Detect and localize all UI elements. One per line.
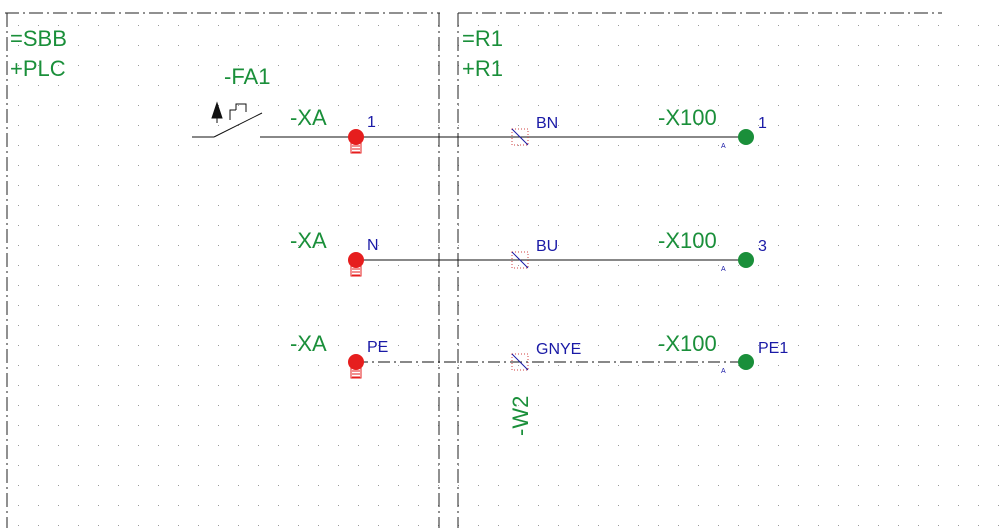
wire-core-marker-icon bbox=[511, 251, 529, 269]
wire-row[interactable]: -XA 1 BN -X100 A 1 bbox=[262, 105, 767, 154]
left-area-function: =SBB bbox=[10, 26, 67, 51]
right-strip-tag: -X100 bbox=[658, 105, 717, 130]
right-terminal-number: 1 bbox=[758, 115, 767, 132]
wire-core-marker-icon bbox=[511, 353, 529, 371]
right-terminal-sub: A bbox=[721, 143, 726, 150]
core-color-label: GNYE bbox=[536, 341, 581, 358]
right-terminal-number: PE1 bbox=[758, 340, 788, 357]
breaker-tag: -FA1 bbox=[224, 64, 270, 89]
left-terminal-icon[interactable] bbox=[348, 129, 364, 154]
core-color-label: BN bbox=[536, 115, 558, 132]
left-terminal-number: N bbox=[367, 237, 379, 254]
right-terminal-number: 3 bbox=[758, 238, 767, 255]
right-area-location: +R1 bbox=[462, 56, 503, 81]
wire-core-marker-icon bbox=[511, 128, 529, 146]
right-strip-tag: -X100 bbox=[658, 228, 717, 253]
wire-row[interactable]: -XA N BU -X100 A 3 bbox=[290, 228, 767, 277]
left-terminal-number: 1 bbox=[367, 114, 376, 131]
left-terminal-number: PE bbox=[367, 339, 388, 356]
grid-dots bbox=[18, 25, 999, 526]
left-terminal-icon[interactable] bbox=[348, 252, 364, 277]
right-terminal-sub: A bbox=[721, 266, 726, 273]
right-terminal-icon[interactable] bbox=[738, 354, 754, 370]
core-color-label: BU bbox=[536, 238, 558, 255]
wire-row[interactable]: -XA PE GNYE -X100 A PE1 bbox=[290, 331, 788, 379]
right-terminal-icon[interactable] bbox=[738, 252, 754, 268]
left-area-location: +PLC bbox=[10, 56, 66, 81]
right-strip-tag: -X100 bbox=[658, 331, 717, 356]
cable-tag: -W2 bbox=[508, 396, 533, 436]
left-strip-tag: -XA bbox=[290, 105, 327, 130]
left-terminal-icon[interactable] bbox=[348, 354, 364, 379]
left-strip-tag: -XA bbox=[290, 228, 327, 253]
left-strip-tag: -XA bbox=[290, 331, 327, 356]
right-terminal-icon[interactable] bbox=[738, 129, 754, 145]
right-terminal-sub: A bbox=[721, 368, 726, 375]
circuit-breaker-icon[interactable] bbox=[192, 101, 263, 138]
area-frame bbox=[5, 12, 942, 528]
right-area-function: =R1 bbox=[462, 26, 503, 51]
